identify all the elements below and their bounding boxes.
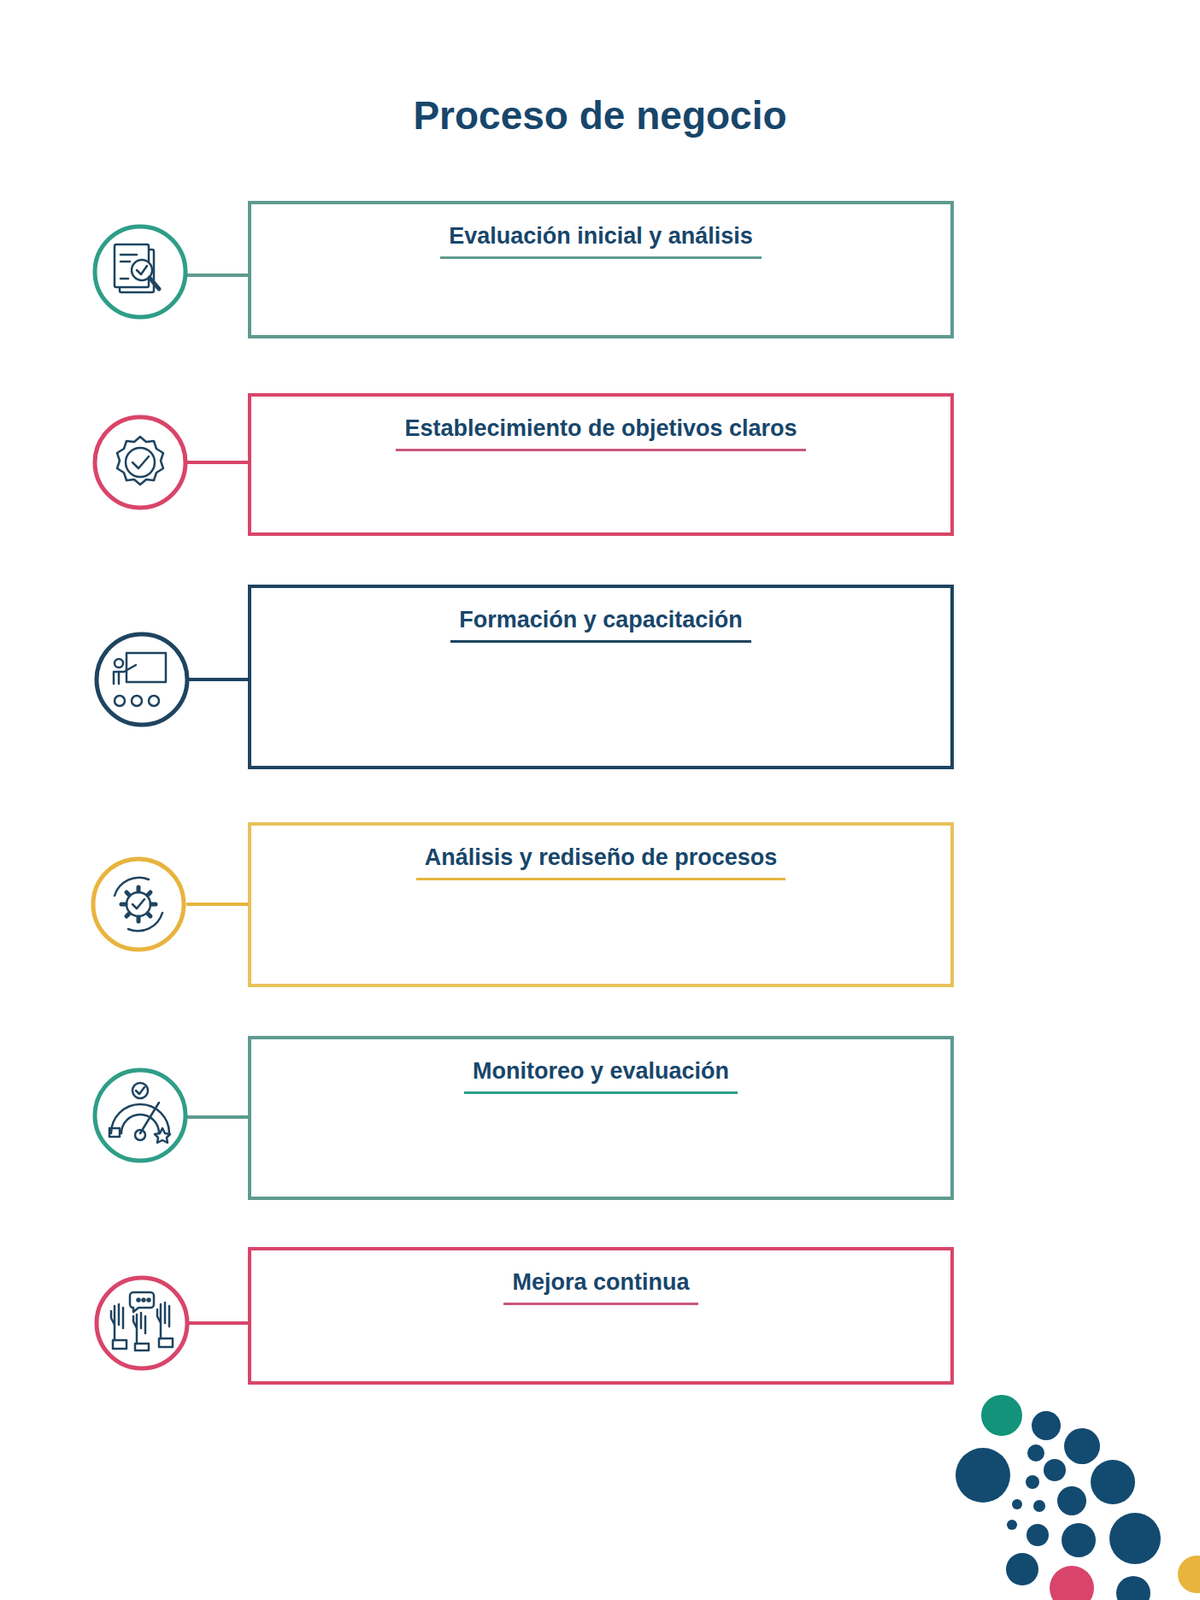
process-box: Evaluación inicial y análisis: [247, 200, 954, 339]
process-box: Análisis y rediseño de procesos: [247, 822, 954, 988]
box-title: Monitoreo y evaluación: [464, 1058, 738, 1095]
diagram-title: Proceso de negocio: [0, 92, 1200, 139]
box-heading: Formación y capacitación: [251, 588, 951, 643]
box-title: Evaluación inicial y análisis: [440, 223, 762, 259]
box-title: Formación y capacitación: [450, 606, 752, 643]
icons: [109, 244, 173, 1351]
process-box: Monitoreo y evaluación: [247, 1035, 954, 1200]
icon-circles: [93, 226, 188, 1369]
process-box: Mejora continua: [247, 1247, 954, 1385]
process-box: Establecimiento de objetivos claros: [247, 393, 954, 536]
box-title: Mejora continua: [503, 1269, 698, 1306]
box-heading: Monitoreo y evaluación: [251, 1039, 951, 1095]
box-title: Análisis y rediseño de procesos: [416, 844, 787, 881]
process-box: Formación y capacitación: [247, 584, 954, 770]
box-heading: Evaluación inicial y análisis: [251, 204, 951, 259]
box-title: Establecimiento de objetivos claros: [395, 415, 806, 452]
leader-lines: [186, 275, 250, 1324]
box-heading: Establecimiento de objetivos claros: [251, 396, 951, 452]
box-heading: Análisis y rediseño de procesos: [251, 825, 951, 881]
decorative-dots: [955, 1394, 1200, 1600]
box-heading: Mejora continua: [251, 1250, 951, 1306]
